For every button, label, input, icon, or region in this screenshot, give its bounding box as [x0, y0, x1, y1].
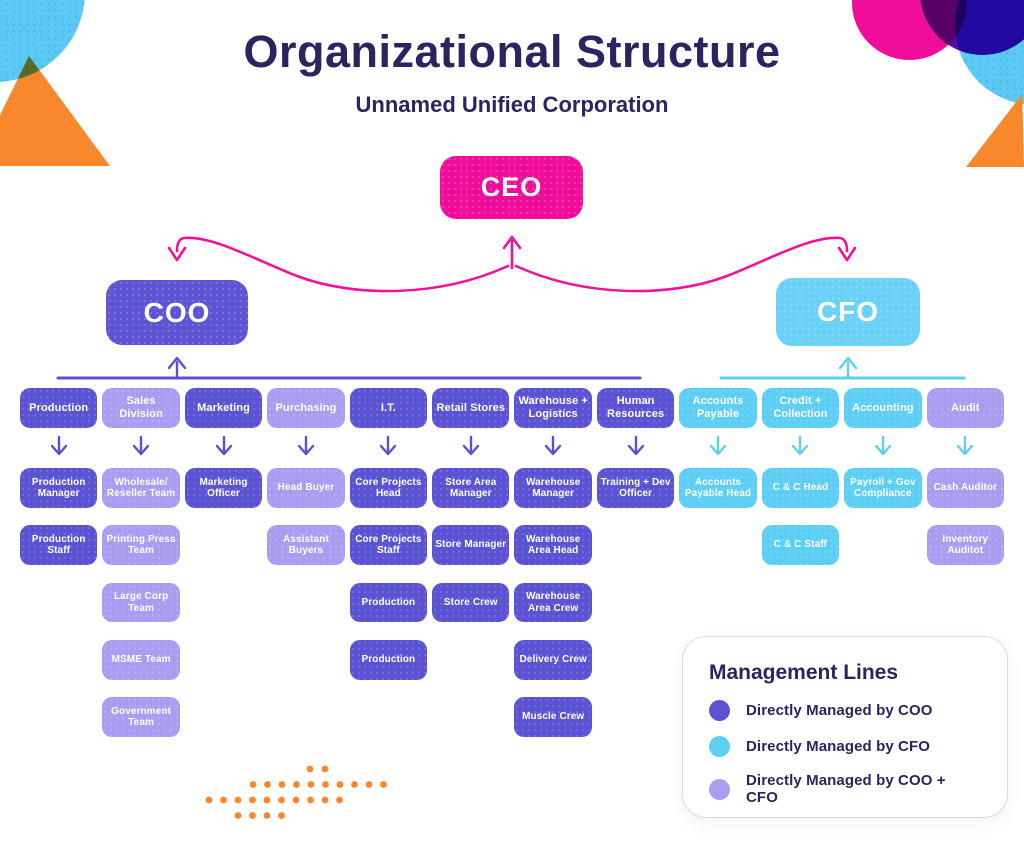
- department-box: Purchasing: [267, 388, 345, 428]
- role-box: Production Staff: [20, 525, 98, 565]
- department-box: Sales Division: [102, 388, 180, 428]
- role-box: Head Buyer: [267, 468, 345, 508]
- down-arrow-icon: [102, 428, 179, 468]
- ceo-box: CEO: [440, 156, 583, 219]
- legend-item: Directly Managed by CFO: [709, 736, 981, 757]
- legend-dot-both: [709, 778, 730, 800]
- role-box: Production: [349, 640, 428, 680]
- role-box: Delivery Crew: [514, 640, 592, 680]
- role-box: Core Projects Head: [349, 468, 428, 508]
- legend-dot-coo: [709, 700, 730, 721]
- role-box: Government Team: [102, 697, 180, 737]
- down-arrow-icon: [679, 428, 756, 468]
- role-box: Muscle Crew: [514, 697, 592, 737]
- ceo-connector-arrows: [167, 235, 857, 293]
- down-arrow-icon: [185, 428, 262, 468]
- role-box: Warehouse Manager: [514, 468, 592, 508]
- role-box: Accounts Payable Head: [679, 468, 757, 508]
- down-arrow-icon: [762, 428, 839, 468]
- legend-item: Directly Managed by COO: [709, 700, 981, 721]
- department-box: I.T.: [349, 388, 428, 428]
- department-box: Warehouse + Logistics: [514, 388, 592, 428]
- role-box: Store Manager: [432, 525, 510, 565]
- orange-dots-decoration: [205, 765, 387, 819]
- down-arrow-icon: [597, 428, 674, 468]
- department-box: Accounting: [844, 388, 922, 428]
- down-arrow-icon: [267, 428, 344, 468]
- legend-label: Directly Managed by COO: [746, 702, 933, 719]
- role-box: Production: [349, 583, 428, 622]
- cfo-label: CFO: [816, 296, 880, 327]
- role-box: Core Projects Staff: [349, 525, 428, 565]
- ceo-label: CEO: [480, 172, 543, 202]
- page-title: Organizational Structure: [243, 26, 781, 77]
- legend-title: Management Lines: [709, 661, 899, 684]
- cfo-box: CFO: [776, 278, 920, 346]
- role-box: Large Corp Team: [102, 583, 180, 622]
- department-box: Audit: [926, 388, 1004, 428]
- role-box: Inventory Auditot: [926, 525, 1004, 565]
- role-box: Warehouse Area Head: [514, 525, 592, 565]
- coo-label: COO: [143, 296, 211, 328]
- role-box: Production Manager: [20, 468, 98, 508]
- department-box: Retail Stores: [432, 388, 510, 428]
- down-arrow-icon: [927, 428, 1004, 468]
- legend-label: Directly Managed by CFO: [746, 738, 931, 755]
- department-box: Marketing: [184, 388, 263, 428]
- role-box: Printing Press Team: [102, 525, 180, 565]
- coo-branch-line: [56, 356, 642, 380]
- role-box: Warehouse Area Crew: [514, 583, 592, 622]
- legend-item: Directly Managed by COO + CFO: [709, 772, 981, 806]
- role-box: Payroll + Gov Compliance: [844, 468, 922, 508]
- legend-dot-cfo: [709, 736, 730, 757]
- down-arrow-icon: [432, 428, 509, 468]
- role-box: Store Area Manager: [432, 468, 510, 508]
- legend-label: Directly Managed by COO + CFO: [746, 772, 946, 806]
- department-box: Human Resources: [596, 388, 675, 428]
- down-arrow-icon: [20, 428, 97, 468]
- down-arrow-icon: [514, 428, 591, 468]
- role-box: C & C Head: [761, 468, 840, 508]
- cfo-branch-line: [719, 356, 966, 380]
- role-box: Assistant Buyers: [267, 525, 345, 565]
- down-arrow-icon: [350, 428, 427, 468]
- department-box: Credit + Collection: [761, 388, 840, 428]
- page-subtitle: Unnamed Unified Corporation: [355, 92, 669, 117]
- role-box: Marketing Officer: [184, 468, 263, 508]
- role-box: Wholesale/ Reseller Team: [102, 468, 180, 508]
- coo-box: COO: [106, 280, 248, 345]
- role-box: MSME Team: [102, 640, 180, 680]
- department-box: Production: [20, 388, 98, 428]
- down-arrow-icon: [844, 428, 921, 468]
- role-box: C & C Staff: [761, 525, 840, 565]
- role-box: Training + Dev Officer: [596, 468, 675, 508]
- legend: Management Lines Directly Managed by COO…: [682, 636, 1008, 818]
- role-box: Store Crew: [432, 583, 510, 622]
- department-box: Accounts Payable: [679, 388, 757, 428]
- role-box: Cash Auditor: [926, 468, 1004, 508]
